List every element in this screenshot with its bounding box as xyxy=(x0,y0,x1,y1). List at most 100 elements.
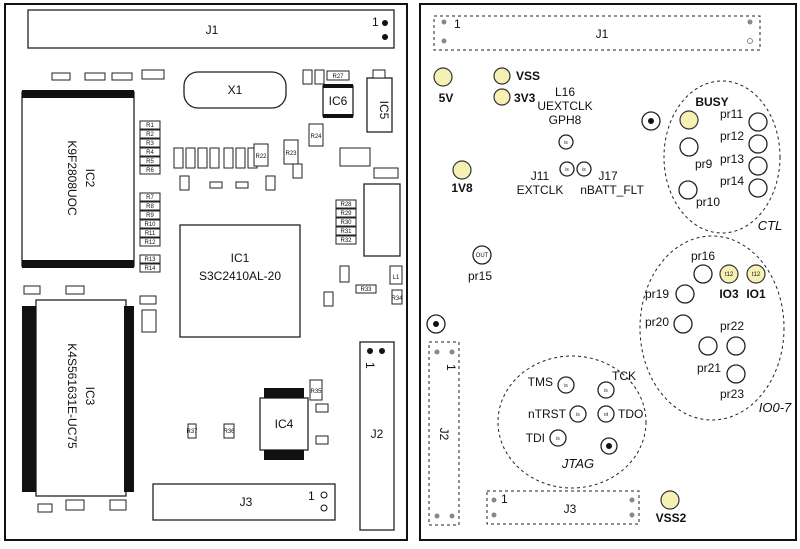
pr23-label: pr23 xyxy=(720,387,744,401)
resistor-stack-r7-r14: R7 R8 R9 R10 R11 R12 R13 R14 xyxy=(139,192,161,273)
tp-1v8 xyxy=(452,160,472,180)
resistor-r19 xyxy=(223,147,234,169)
resistor-r24 xyxy=(308,123,324,147)
tp-io1 xyxy=(746,264,766,284)
ic1-label: IC1 xyxy=(231,251,250,265)
r9-label: R9 xyxy=(146,213,154,219)
resistor-r29 xyxy=(335,208,357,218)
r30-label: R30 xyxy=(340,220,352,226)
resistor-r27 xyxy=(326,70,350,81)
resistor-r30 xyxy=(335,217,357,227)
pad xyxy=(139,295,157,305)
r36-label: R36 xyxy=(223,429,235,435)
r14-label: R14 xyxy=(144,266,156,272)
resistor-r6 xyxy=(139,165,161,175)
resistor-r35 xyxy=(309,379,323,401)
pad xyxy=(141,69,165,80)
r24-label: R24 xyxy=(310,134,322,140)
resistor-stack-r28-r32: R28 R29 R30 R31 R32 xyxy=(335,199,357,245)
resistor-r26 xyxy=(314,69,325,85)
io07-label: IO0-7 xyxy=(759,400,792,415)
pr14-label: pr14 xyxy=(720,174,744,188)
resistor-r5 xyxy=(139,156,161,166)
resistor-r17 xyxy=(197,147,208,169)
pr22-label: pr22 xyxy=(720,319,744,333)
pad xyxy=(339,147,371,167)
resistor-r1 xyxy=(139,120,161,130)
tp-tck-inner: is xyxy=(604,388,608,394)
r5-label: R5 xyxy=(146,159,154,165)
resistor-r18 xyxy=(209,147,220,169)
resistor-r10 xyxy=(139,219,161,229)
tp-gnd-center xyxy=(606,443,612,449)
pad xyxy=(179,175,190,191)
right-j1-connector xyxy=(433,15,761,51)
tp-vss2-label: VSS2 xyxy=(656,511,687,525)
ic3-pin-strip xyxy=(124,306,134,492)
right-j3-connector xyxy=(486,490,640,525)
pr13-label: pr13 xyxy=(720,152,744,166)
resistor-r22 xyxy=(253,143,269,167)
tp-pr10 xyxy=(678,180,698,200)
tp-j11 xyxy=(559,161,575,177)
pin xyxy=(747,19,753,25)
tp-gph8 xyxy=(558,134,574,150)
r2-label: R2 xyxy=(146,132,154,138)
mounting-hole-center xyxy=(433,321,439,327)
tp-pr16 xyxy=(693,264,713,284)
tp-5v xyxy=(433,67,453,87)
tp-j17-label: is xyxy=(582,167,586,173)
ic6-pin-strip xyxy=(323,84,353,88)
tp-tck xyxy=(597,381,615,399)
left-j3-pin xyxy=(320,504,328,512)
r6-label: R6 xyxy=(146,168,154,174)
tp-pr12 xyxy=(748,134,768,154)
ntrst-label: nTRST xyxy=(528,407,567,421)
pin xyxy=(747,38,753,44)
r4-label: R4 xyxy=(146,150,154,156)
ic3-label: IC3 xyxy=(83,387,97,406)
busy-label: BUSY xyxy=(695,95,728,109)
left-j1-pin-label: 1 xyxy=(372,15,379,29)
pad xyxy=(65,499,85,511)
ctl-group xyxy=(663,80,781,234)
tp-vss-label: VSS xyxy=(516,69,540,83)
io3-label: IO3 xyxy=(719,287,739,301)
pad xyxy=(109,499,127,511)
pin xyxy=(491,512,497,518)
l16-label: L16 xyxy=(555,85,575,99)
resistor-r33 xyxy=(355,284,377,294)
tp-3v3 xyxy=(493,88,511,106)
resistor-r32 xyxy=(335,235,357,245)
left-j2-pin xyxy=(367,348,373,354)
pad xyxy=(65,285,85,295)
pad xyxy=(315,403,329,413)
ic2-label: IC2 xyxy=(83,169,97,188)
tp-tdi-inner: is xyxy=(556,436,560,442)
pad xyxy=(51,72,71,81)
j17-label: J17 xyxy=(598,169,618,183)
right-j2-label: J2 xyxy=(437,428,451,441)
pin xyxy=(441,38,447,44)
right-j1-label: J1 xyxy=(596,27,609,41)
tp-ntrst-inner: is xyxy=(576,412,580,418)
right-board: 1 J1 5V VSS 3V3 1V8 L16 UEXTCLK GPH8 is … xyxy=(419,3,797,541)
uextclk-label: UEXTCLK xyxy=(537,99,592,113)
ic1-part: S3C2410AL-20 xyxy=(199,269,281,283)
tp-io3-inner: t12 xyxy=(725,272,734,278)
pad xyxy=(292,163,303,179)
tp-1v8-label: 1V8 xyxy=(451,181,473,195)
ic2-pin-strip xyxy=(22,260,134,268)
tp-pr15 xyxy=(472,245,492,265)
tp-j17 xyxy=(576,161,592,177)
ic4-pin-strip xyxy=(264,450,304,460)
left-j1-pin xyxy=(382,34,388,40)
pr11-label: pr11 xyxy=(720,107,743,121)
r1-label: R1 xyxy=(146,123,154,129)
r13-label: R13 xyxy=(144,257,156,263)
ic2-pin-strip xyxy=(22,90,134,98)
tp-pr13 xyxy=(748,156,768,176)
ic4-pin-strip xyxy=(264,388,304,398)
ic3-part: K4S561631E-UC75 xyxy=(65,343,79,449)
resistor-r8 xyxy=(139,201,161,211)
